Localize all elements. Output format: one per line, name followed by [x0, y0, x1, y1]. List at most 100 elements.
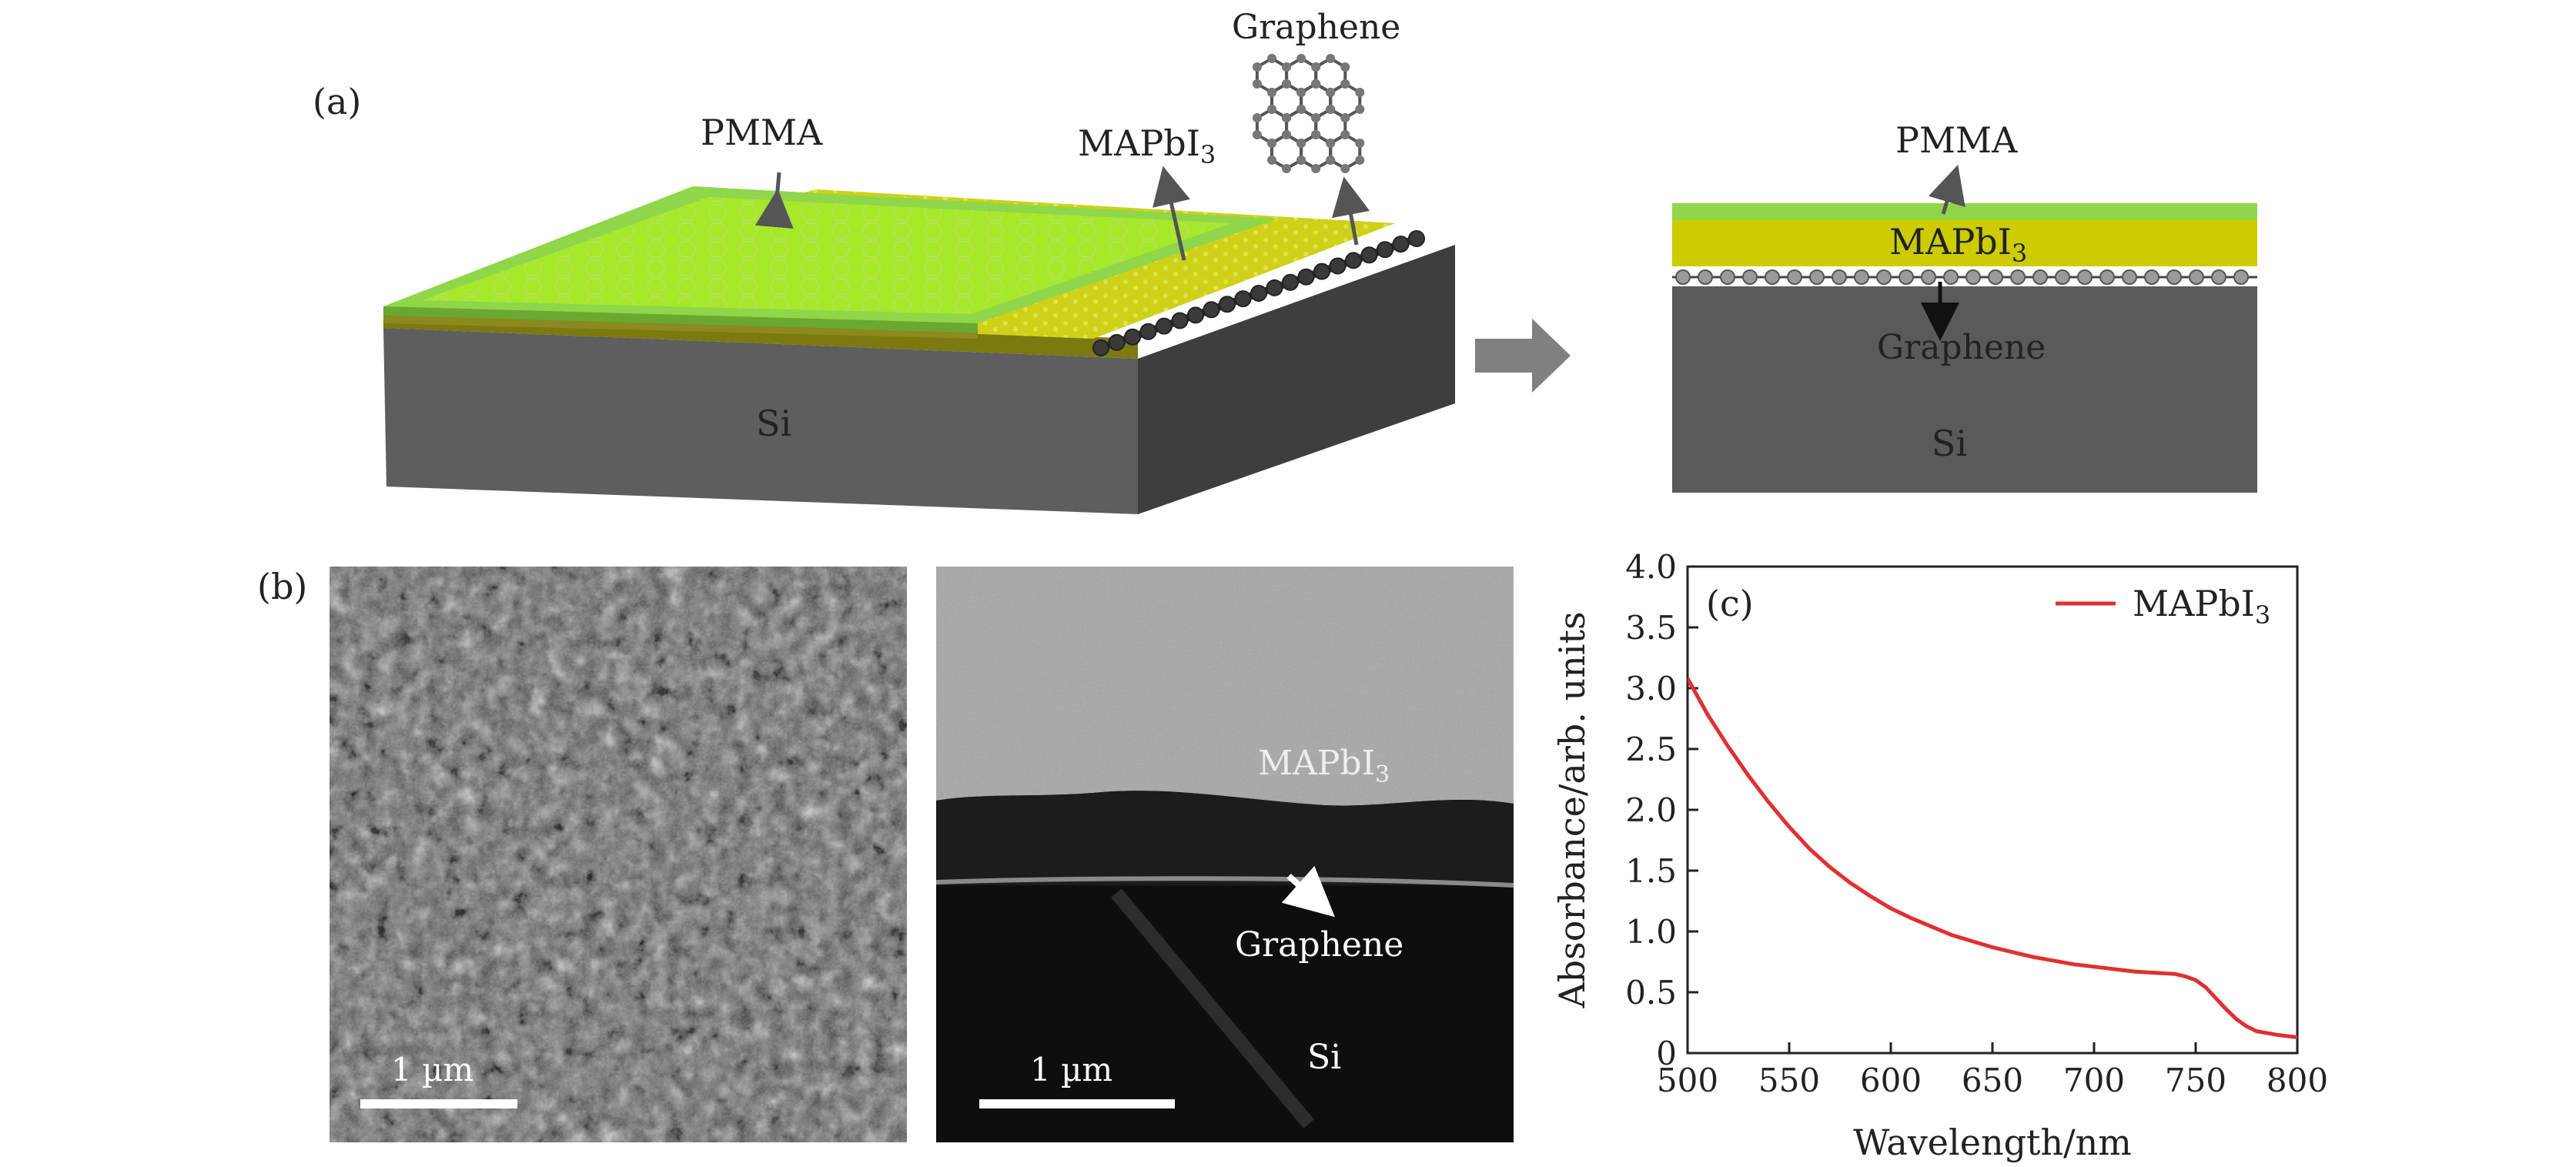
- cs-pmma-layer: [1672, 203, 2257, 220]
- cs-graphene-atom: [1809, 269, 1825, 285]
- cs-graphene-atom: [2077, 269, 2093, 285]
- scale-bar-left-label: 1 µm: [391, 1051, 473, 1088]
- cs-graphene-atom: [1965, 269, 1981, 285]
- graphene-atom: [1187, 306, 1204, 324]
- cs-graphene-layer: [1675, 269, 2249, 285]
- carbon-atom: [1340, 130, 1350, 139]
- sem-mapbi3-label: MAPbI3: [1258, 744, 1390, 788]
- cs-graphene-atom: [1720, 269, 1735, 285]
- y-axis: 00.51.01.52.02.53.03.54.0: [1625, 548, 1698, 1072]
- scale-bar-left: [360, 1099, 517, 1108]
- graphene-atom: [1329, 257, 1347, 275]
- cs-graphene-atom: [1698, 269, 1713, 285]
- graphene-atom: [1171, 312, 1189, 329]
- carbon-atom: [1296, 88, 1306, 97]
- carbon-atom: [1326, 155, 1336, 165]
- x-tick-label: 800: [2267, 1062, 2328, 1099]
- graphene-atom: [1392, 236, 1410, 253]
- cs-graphene-atom: [2144, 269, 2159, 285]
- sem-graphene-line: [936, 876, 1514, 888]
- carbon-atom: [1267, 139, 1276, 148]
- y-tick-label: 4.0: [1625, 548, 1677, 586]
- carbon-atom: [1355, 105, 1365, 114]
- y-tick-label: 2.5: [1625, 731, 1677, 768]
- carbon-atom: [1326, 54, 1336, 63]
- cs-graphene-atom: [2032, 269, 2048, 285]
- x-tick-label: 700: [2063, 1062, 2125, 1099]
- carbon-atom: [1282, 62, 1292, 72]
- cs-si-layer: [1672, 286, 2257, 493]
- cs-pmma-label: PMMA: [1895, 119, 2018, 161]
- plot-frame: [1686, 565, 2299, 1055]
- cs-graphene-atom: [1742, 269, 1758, 285]
- graphene-chain: [1092, 230, 1425, 356]
- carbon-atom: [1355, 139, 1365, 148]
- cs-graphene-atom: [2233, 269, 2249, 285]
- carbon-atom: [1282, 130, 1292, 139]
- cs-graphene-atom: [1854, 269, 1869, 285]
- y-tick-label: 3.5: [1625, 609, 1677, 647]
- y-axis-label: Absorbance/arb. units: [1551, 611, 1593, 1008]
- carbon-atom: [1296, 139, 1306, 148]
- panel-b-label: (b): [257, 566, 307, 607]
- hexagon: [1300, 132, 1333, 171]
- carbon-atom: [1311, 130, 1321, 139]
- carbon-atom: [1311, 113, 1321, 122]
- y-tick-label: 0.5: [1625, 974, 1677, 1012]
- y-tick-label: 2.0: [1625, 791, 1677, 829]
- sem-graphene-label: Graphene: [1235, 925, 1403, 965]
- sem-cross-section: MAPbI3 Graphene Si 1 µm: [936, 567, 1514, 1142]
- cs-graphene-atom: [1921, 269, 1936, 285]
- cs-graphene-atom: [1876, 269, 1892, 285]
- graphene-atom: [1250, 285, 1267, 302]
- sem-si-label: Si: [1307, 1038, 1341, 1077]
- cs-graphene-atom: [2189, 269, 2204, 285]
- carbon-atom: [1267, 155, 1276, 165]
- cs-graphene-atom: [1899, 269, 1914, 285]
- carbon-atom: [1355, 88, 1365, 97]
- cs-graphene-atom: [2010, 269, 2026, 285]
- carbon-atom: [1326, 105, 1336, 114]
- graphene-atom: [1124, 328, 1141, 346]
- graphene-atom: [1203, 301, 1220, 319]
- carbon-atom: [1252, 79, 1262, 89]
- carbon-atom: [1252, 113, 1262, 122]
- si-front-face: [383, 328, 1138, 514]
- panel-b: (b) 1 µm MAPbI3 Graphene Si 1 µm: [257, 566, 1514, 1142]
- carbon-atom: [1252, 130, 1262, 139]
- pmma-label: PMMA: [701, 112, 823, 153]
- scale-bar-right-label: 1 µm: [1030, 1051, 1112, 1088]
- legend: MAPbI3: [2056, 583, 2270, 630]
- graphene-atom: [1266, 279, 1283, 296]
- cs-graphene-atom: [2211, 269, 2226, 285]
- carbon-atom: [1326, 139, 1336, 148]
- cs-graphene-atom: [2122, 269, 2137, 285]
- graphene-atom: [1156, 317, 1173, 335]
- carbon-atom: [1311, 62, 1321, 72]
- carbon-atom: [1355, 155, 1365, 165]
- carbon-atom: [1282, 113, 1292, 122]
- carbon-atom: [1296, 54, 1306, 63]
- mapbi3-label: MAPbI3: [1078, 122, 1216, 169]
- graphene-atom: [1297, 268, 1315, 286]
- carbon-atom: [1340, 164, 1350, 173]
- x-tick-label: 600: [1860, 1062, 1922, 1099]
- carbon-atom: [1282, 79, 1292, 89]
- sem-top-view: 1 µm: [330, 567, 907, 1142]
- cs-si-label: Si: [1932, 423, 1967, 464]
- cs-graphene-atom: [2099, 269, 2115, 285]
- graphene-atom: [1234, 290, 1252, 308]
- carbon-atom: [1267, 54, 1276, 63]
- carbon-atom: [1340, 113, 1350, 122]
- y-tick-label: 0: [1656, 1035, 1677, 1072]
- carbon-atom: [1282, 164, 1292, 173]
- cs-graphene-atom: [1832, 269, 1847, 285]
- carbon-atom: [1296, 105, 1306, 114]
- graphene-atom: [1092, 339, 1109, 356]
- graphene-lattice: [1252, 54, 1365, 173]
- x-tick-label: 500: [1657, 1062, 1718, 1099]
- cs-mapbi3-layer: [1672, 220, 2257, 266]
